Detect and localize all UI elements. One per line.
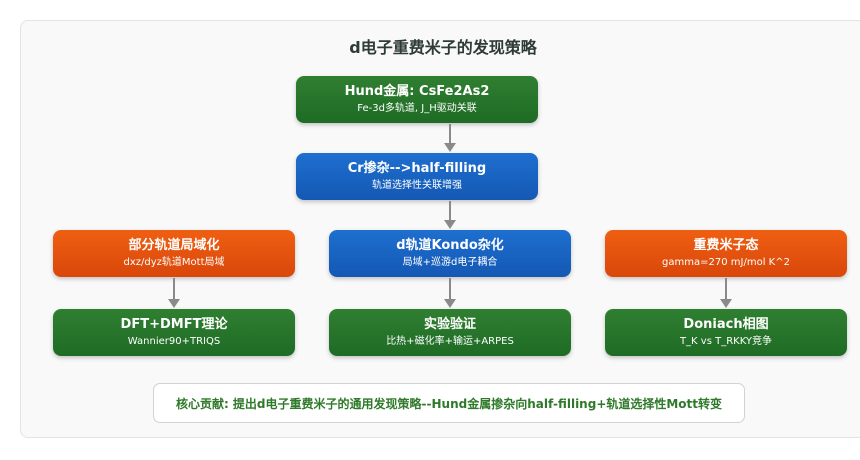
- node-hund-metal-title: Hund金属: CsFe2As2: [344, 84, 490, 99]
- arrow-hund-to-cr: [444, 124, 456, 152]
- node-partial-localization-title: 部分轨道局域化: [128, 238, 220, 253]
- node-experiment-subtitle: 比热+磁化率+输运+ARPES: [386, 336, 514, 347]
- arrow-heavy-to-doniach: [720, 278, 732, 308]
- node-heavy-fermion-subtitle: gamma=270 mJ/mol K^2: [662, 257, 790, 268]
- summary-text: 核心贡献: 提出d电子重费米子的通用发现策略--Hund金属掺杂向half-fi…: [175, 396, 723, 411]
- node-partial-localization: 部分轨道局域化 dxz/dyz轨道Mott局域: [53, 230, 295, 277]
- node-d-kondo-subtitle: 局域+巡游d电子耦合: [402, 257, 498, 268]
- arrow-cr-to-kondo: [444, 201, 456, 229]
- node-hund-metal-subtitle: Fe-3d多轨道, J_H驱动关联: [357, 103, 477, 114]
- node-experiment: 实验验证 比热+磁化率+输运+ARPES: [329, 309, 571, 356]
- node-cr-doping: Cr掺杂-->half-filling 轨道选择性关联增强: [296, 153, 538, 200]
- summary-box: 核心贡献: 提出d电子重费米子的通用发现策略--Hund金属掺杂向half-fi…: [153, 383, 745, 423]
- node-d-kondo: d轨道Kondo杂化 局域+巡游d电子耦合: [329, 230, 571, 277]
- node-dft-dmft-title: DFT+DMFT理论: [120, 317, 228, 332]
- diagram-title: d电子重费米子的发现策略: [349, 38, 537, 57]
- node-d-kondo-title: d轨道Kondo杂化: [396, 238, 504, 253]
- node-cr-doping-subtitle: 轨道选择性关联增强: [372, 180, 462, 191]
- node-doniach: Doniach相图 T_K vs T_RKKY竞争: [605, 309, 847, 356]
- node-dft-dmft-subtitle: Wannier90+TRIQS: [127, 336, 221, 347]
- arrow-partial-to-dft: [168, 278, 180, 308]
- node-dft-dmft: DFT+DMFT理论 Wannier90+TRIQS: [53, 309, 295, 356]
- node-heavy-fermion-title: 重费米子态: [693, 238, 759, 253]
- node-partial-localization-subtitle: dxz/dyz轨道Mott局域: [123, 257, 225, 268]
- node-cr-doping-title: Cr掺杂-->half-filling: [347, 161, 487, 176]
- node-heavy-fermion: 重费米子态 gamma=270 mJ/mol K^2: [605, 230, 847, 277]
- node-doniach-subtitle: T_K vs T_RKKY竞争: [679, 336, 773, 347]
- arrow-kondo-to-exp: [444, 278, 456, 308]
- node-experiment-title: 实验验证: [423, 317, 476, 332]
- node-hund-metal: Hund金属: CsFe2As2 Fe-3d多轨道, J_H驱动关联: [296, 76, 538, 123]
- node-doniach-title: Doniach相图: [683, 317, 769, 332]
